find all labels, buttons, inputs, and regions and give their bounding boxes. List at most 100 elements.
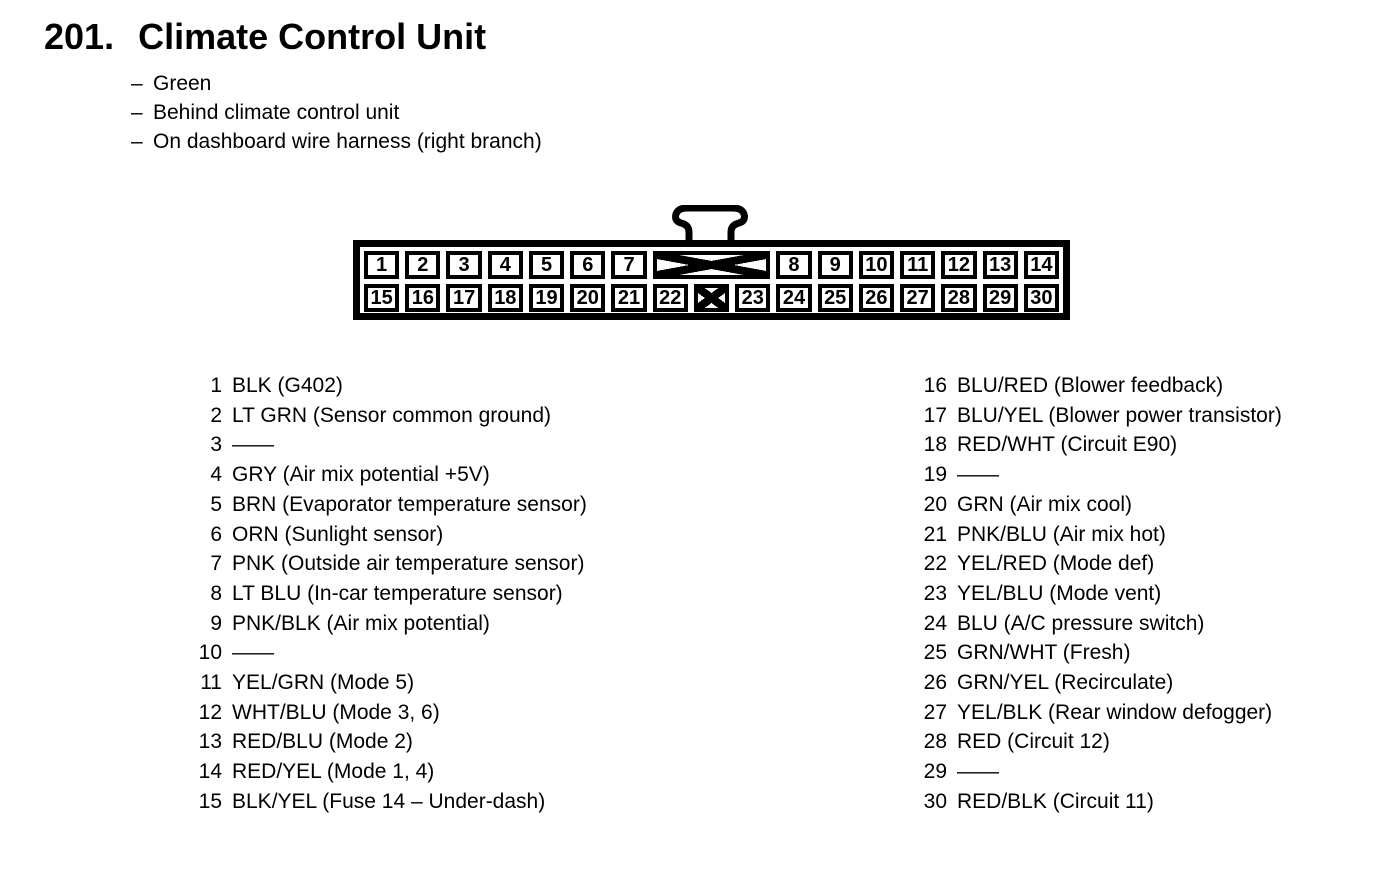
blocked-cavity-x-icon: [693, 284, 730, 312]
pin-cavity-21: 21: [611, 284, 647, 312]
pin-cavity-number: 4: [499, 254, 511, 276]
pin-row: 11 YEL/GRN (Mode 5): [182, 668, 587, 698]
pin-cavity-6: 6: [570, 251, 606, 279]
pin-cavity-number: 9: [829, 254, 841, 276]
pin-description: RED/BLK (Circuit 11): [957, 789, 1154, 813]
pin-number: 26: [923, 671, 947, 695]
pin-row: 6 ORN (Sunlight sensor): [182, 520, 587, 550]
pin-description: BLK/YEL (Fuse 14 – Under-dash): [232, 789, 546, 813]
note-text: On dashboard wire harness (right branch): [153, 130, 542, 153]
pin-row: 30 RED/BLK (Circuit 11): [907, 787, 1282, 817]
pin-cavity-number: 6: [582, 254, 594, 276]
pin-cavity-number: 24: [782, 287, 806, 309]
pin-row: 1 BLK (G402): [182, 371, 587, 401]
pin-description: PNK/BLK (Air mix potential): [232, 611, 490, 635]
blocked-cavity-x-icon: [652, 251, 771, 279]
pin-number: 3: [210, 433, 222, 457]
pin-cavity-number: 20: [576, 287, 599, 309]
pin-description: ORN (Sunlight sensor): [232, 522, 444, 546]
pin-description: ——: [957, 760, 999, 784]
pin-number: 6: [210, 522, 222, 546]
pin-row: 19——: [907, 460, 1282, 490]
note-dash-prefix: –: [131, 130, 143, 153]
pin-number: 17: [923, 403, 947, 427]
pin-cavity-16: 16: [405, 284, 441, 312]
pin-number: 19: [923, 463, 947, 487]
pin-description: BLK (G402): [232, 374, 343, 397]
pin-number: 20: [923, 492, 947, 516]
pin-cavity-number: 19: [535, 287, 558, 309]
pin-cavity-18: 18: [487, 284, 523, 312]
pin-cavity-number: 23: [741, 287, 764, 309]
pin-cavity-number: 30: [1030, 287, 1053, 309]
pin-number: 28: [923, 730, 947, 754]
pin-cavity-26: 26: [858, 284, 895, 312]
pin-number: 14: [198, 760, 222, 784]
pin-number: 13: [198, 730, 222, 754]
pin-cavity-number: 27: [906, 287, 929, 309]
pin-cavity-29: 29: [982, 284, 1018, 312]
pin-number: 1: [210, 374, 222, 397]
pin-cavity-12: 12: [941, 251, 977, 279]
pin-row: 28 RED (Circuit 12): [907, 727, 1282, 757]
pin-description: BLU/RED (Blower feedback): [957, 374, 1224, 397]
pin-cavity-5: 5: [528, 251, 565, 279]
pin-cavity-25: 25: [817, 284, 853, 312]
pin-cavity-number: 14: [1030, 254, 1053, 276]
pin-description: RED/YEL (Mode 1, 4): [232, 760, 435, 784]
pin-cavity-2: 2: [405, 251, 441, 279]
pin-cavity-number: 2: [417, 254, 429, 276]
pin-number: 30: [923, 789, 947, 813]
pin-cavity-number: 10: [865, 254, 888, 276]
pin-number: 24: [923, 611, 947, 635]
pin-cavity-number: 28: [947, 287, 971, 309]
pin-number: 15: [198, 789, 222, 813]
pin-description: RED (Circuit 12): [957, 730, 1110, 754]
pin-cavity-number: 3: [458, 254, 470, 276]
pin-number: 2: [210, 403, 222, 427]
pin-description: GRN (Air mix cool): [957, 492, 1133, 516]
pin-cavity-7: 7: [611, 251, 647, 279]
pin-cavity-10: 10: [858, 251, 895, 279]
pin-cavity-15: 15: [364, 284, 400, 312]
pin-cavity-8: 8: [776, 251, 812, 279]
pin-number: 9: [210, 611, 222, 635]
page-title-text: Climate Control Unit: [138, 16, 487, 57]
pin-description: ——: [232, 641, 274, 665]
location-note: –Green: [131, 69, 542, 98]
pin-cavity-13: 13: [982, 251, 1018, 279]
section-number: 201.: [44, 16, 115, 57]
pin-number: 5: [210, 492, 222, 516]
pin-number: 10: [198, 641, 222, 665]
pin-cavity-number: 29: [989, 287, 1012, 309]
pin-cavity-11: 11: [900, 251, 936, 279]
pin-row: 3 ——: [182, 430, 587, 460]
pin-description: GRY (Air mix potential +5V): [232, 463, 490, 487]
location-note: –On dashboard wire harness (right branch…: [131, 127, 542, 156]
connector-latch-icon: [672, 205, 748, 243]
pin-number: 12: [198, 700, 222, 724]
pin-description: LT BLU (In-car temperature sensor): [232, 581, 563, 605]
pin-cavity-28: 28: [941, 284, 977, 312]
pin-number: 11: [200, 671, 222, 695]
pin-description: YEL/GRN (Mode 5): [232, 671, 415, 695]
pin-description: ——: [232, 433, 274, 457]
pin-description: PNK/BLU (Air mix hot): [957, 522, 1166, 546]
pin-cavity-number: 15: [370, 287, 393, 309]
pin-description: BLU/YEL (Blower power transistor): [957, 403, 1282, 427]
pin-cavity-30: 30: [1023, 284, 1059, 312]
